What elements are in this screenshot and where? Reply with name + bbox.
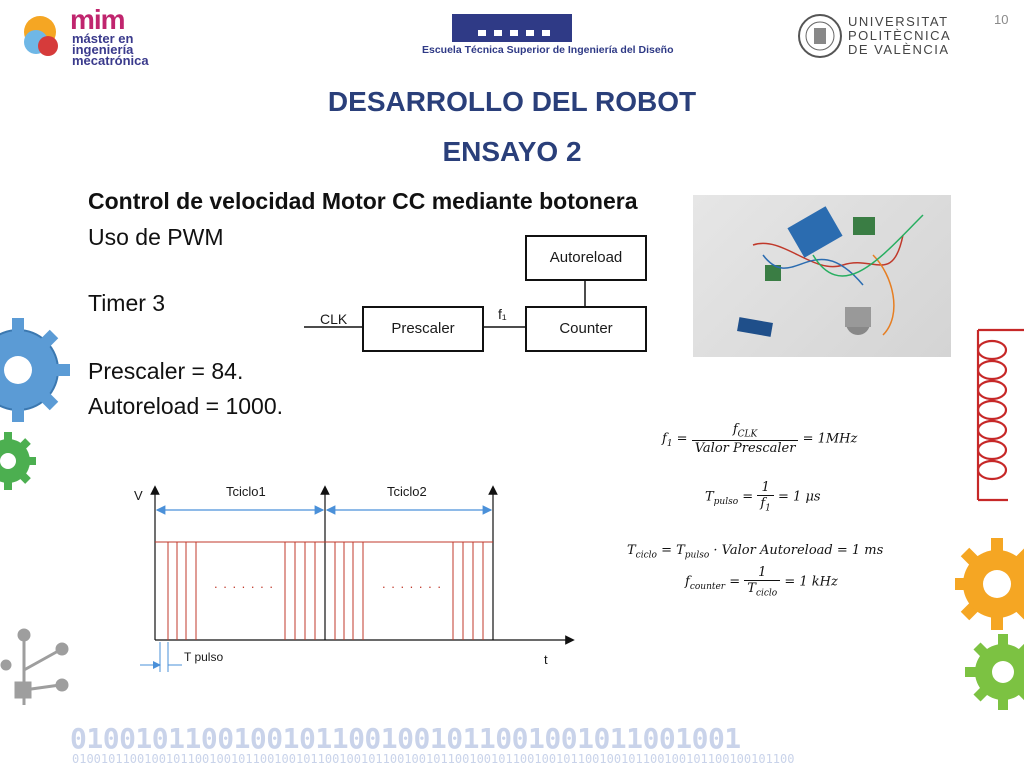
etsid-name: Escuela Técnica Superior de Ingeniería d…	[422, 44, 674, 56]
t-axis-label: t	[544, 652, 548, 667]
robot-photo-illustration	[737, 206, 924, 337]
mim-logo-icon	[24, 16, 58, 56]
mim-line-2: ingeniería	[72, 42, 134, 57]
page-number: 10	[994, 12, 1009, 27]
body-line-autoreload: Autoreload = 1000.	[88, 393, 284, 419]
page-subtitle: ENSAYO 2	[442, 136, 582, 167]
robot-photo	[693, 195, 951, 357]
clk-label: CLK	[320, 311, 348, 327]
prescaler-block: Prescaler	[362, 306, 484, 352]
body-line-timer: Timer 3	[88, 290, 166, 316]
f1-label: f₁	[498, 306, 507, 322]
tpulso-label: T pulso	[184, 650, 224, 664]
section-heading: Control de velocidad Motor CC mediante b…	[88, 188, 638, 214]
equation-tpulso: Tpulso = 1 f1 = 1 μs	[705, 480, 821, 514]
autoreload-block: Autoreload	[525, 235, 647, 281]
page-title: DESARROLLO DEL ROBOT	[327, 86, 697, 117]
coil-icon	[976, 328, 1024, 502]
etsid-logo	[452, 14, 572, 42]
pwm-dots-1: . . . . . . .	[214, 576, 274, 591]
mim-line-3: mecatrónica	[72, 53, 149, 68]
pwm-dots-2: . . . . . . .	[382, 576, 442, 591]
mim-logo-text: mim	[70, 4, 126, 35]
binary-footer-small: 0100101100100101100100101100100101100100…	[72, 752, 795, 766]
equation-f1: f1 = fCLK Valor Prescaler = 1MHz	[662, 422, 858, 456]
gear-icon-left	[0, 318, 70, 490]
body-line-pwm: Uso de PWM	[88, 224, 224, 250]
upv-line-2: POLITÈCNICA	[848, 28, 952, 43]
etsid-logo-icon	[478, 30, 550, 36]
upv-seal-icon	[798, 14, 842, 58]
upv-line-1: UNIVERSITAT	[848, 14, 949, 29]
upv-line-3: DE VALÈNCIA	[848, 42, 950, 57]
tciclo1-label: Tciclo1	[226, 484, 266, 499]
gear-icon-right	[955, 538, 1024, 710]
body-line-prescaler: Prescaler = 84.	[88, 358, 244, 384]
upv-name: UNIVERSITAT POLITÈCNICA DE VALÈNCIA	[848, 15, 951, 57]
tciclo2-label: Tciclo2	[387, 484, 427, 499]
equation-tciclo: Tciclo = Tpulso · Valor Autoreload = 1 m…	[627, 543, 884, 561]
mim-line-1: máster en	[72, 31, 134, 46]
mim-logo	[18, 10, 70, 62]
binary-footer-large: 0100101100100101100100101100100101100100…	[70, 722, 741, 755]
counter-block: Counter	[525, 306, 647, 352]
circuit-icon	[0, 628, 69, 705]
block-diagram-lines	[304, 280, 586, 328]
pwm-timing-diagram	[140, 485, 575, 672]
equation-fcounter: fcounter = 1 Tciclo = 1 kHz	[685, 565, 838, 599]
v-axis-label: V	[134, 488, 143, 503]
